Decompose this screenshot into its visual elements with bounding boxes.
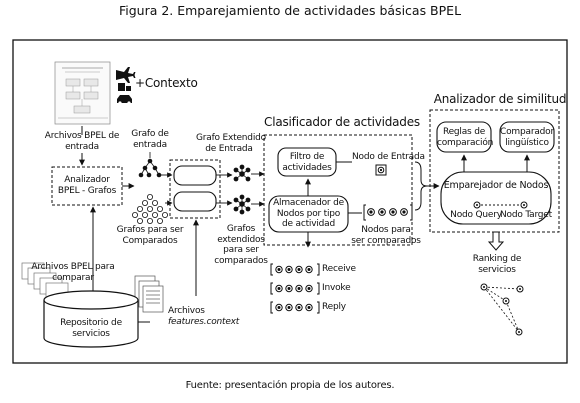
clasificador-title: Clasificador de actividades <box>264 115 420 129</box>
brace <box>414 161 428 211</box>
emparejador-label: Emparejador de Nodos <box>443 180 549 191</box>
grafos-comparados-label: Grafos para ser Comparados <box>116 225 184 246</box>
comparador-box <box>499 121 555 153</box>
legend-receive-label: Receive <box>322 264 356 274</box>
nodos-comparados-marker <box>363 204 413 221</box>
archivos-features-label: Archivos features.context <box>168 306 240 327</box>
figure-title: Figura 2. Emparejamiento de actividades … <box>118 3 462 18</box>
legend-invoke <box>270 282 320 295</box>
graph-slot-bottom <box>173 191 217 212</box>
grafo-extendido-entrada <box>233 164 251 182</box>
clasificador-box <box>263 134 413 246</box>
grafos-comparados-tree <box>131 193 168 224</box>
grafos-extendidos-label: Grafos extendidos para ser comparados <box>214 224 268 266</box>
filtro-label: Filtro de actividades <box>282 152 332 173</box>
emparejador-box <box>440 171 552 225</box>
nodo-target-label: Nodo Target <box>500 210 552 220</box>
reglas-label: Reglas de comparación <box>437 127 494 148</box>
analizador-bpel-label: Analizador BPEL - Grafos <box>57 175 117 196</box>
grafo-entrada-label: Grafo de entrada <box>131 129 169 150</box>
context-icons <box>116 67 136 105</box>
source-caption: Fuente: presentación propia de los autor… <box>185 380 395 391</box>
contexto-label: +Contexto <box>135 76 198 90</box>
archivos-bpel-comparar-label: Archivos BPEL para comparar <box>31 262 115 283</box>
legend-reply-label: Reply <box>322 302 346 312</box>
nodo-entrada-label: Nodo de Entrada <box>352 152 425 162</box>
comparador-label: Comparador lingüístico <box>500 127 554 148</box>
almacenador-label: Almacenador de Nodos por tipo de activid… <box>273 198 344 229</box>
outer-frame <box>12 39 568 364</box>
graph-slot-top <box>173 165 217 186</box>
legend-receive <box>270 263 320 276</box>
grafo-extendido-comparados <box>233 194 251 215</box>
legend-invoke-label: Invoke <box>322 283 351 293</box>
features-files-stack <box>134 275 164 313</box>
ranking-graph <box>483 286 521 333</box>
repositorio-cylinder <box>43 290 139 348</box>
ranking-arrow <box>487 231 505 251</box>
nodo-query-label: Nodo Query <box>450 210 502 220</box>
airplane-icon <box>116 67 136 83</box>
grafo-extendido-entrada-label: Grafo Extendido de Entrada <box>196 133 266 154</box>
nodo-entrada-marker <box>375 164 387 176</box>
graph-storage-box <box>169 159 221 219</box>
reglas-box <box>436 121 492 153</box>
archivos-bpel-entrada-label: Archivos BPEL de entrada <box>44 131 120 152</box>
bpel-document-thumbnail <box>54 61 111 125</box>
legend-reply <box>270 301 320 314</box>
ranking-label: Ranking de servicios <box>472 254 522 275</box>
analizador-box <box>51 166 123 206</box>
car-icon <box>117 95 132 103</box>
building-icon <box>118 83 125 91</box>
repositorio-label: Repositorio de servicios <box>60 318 122 339</box>
nodos-comparados-label: Nodos para ser comparados <box>351 225 421 246</box>
analizador-similitud-title: Analizador de similitud <box>433 92 567 106</box>
